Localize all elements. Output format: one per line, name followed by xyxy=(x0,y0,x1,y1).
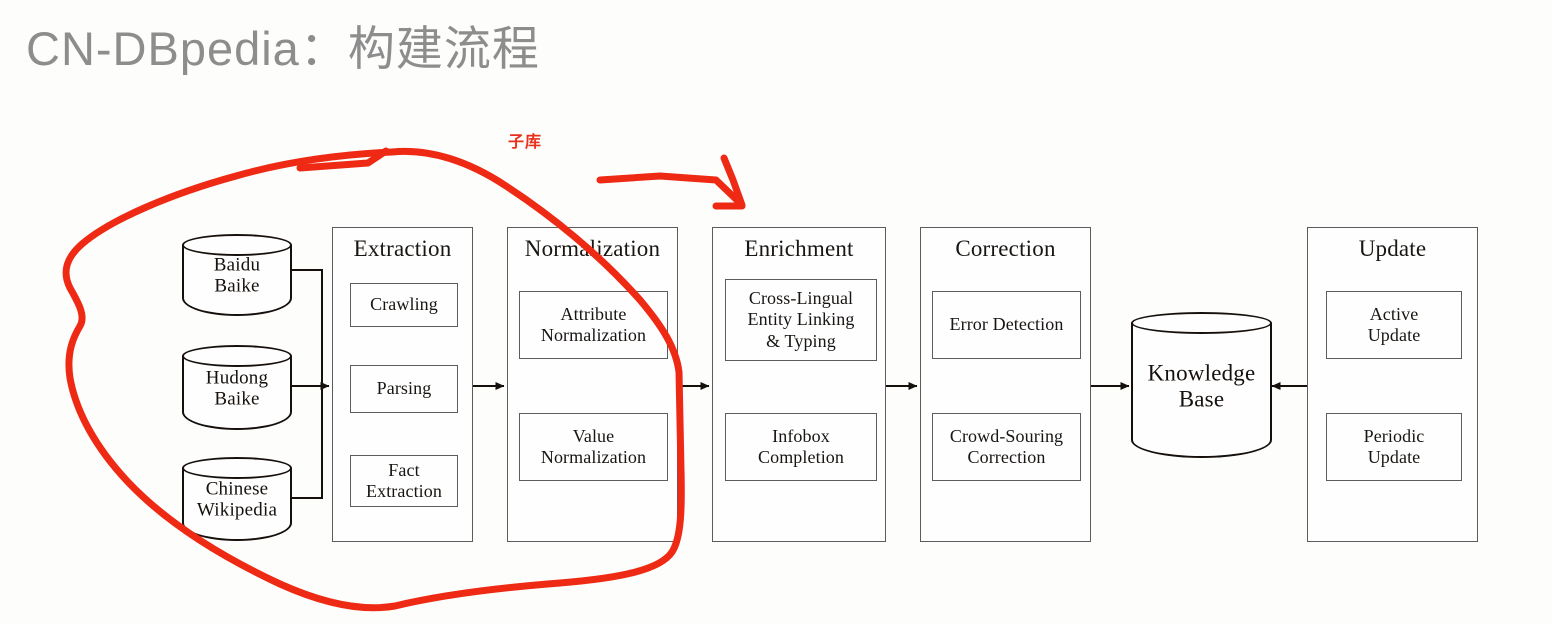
kb-label-line1: Knowledge xyxy=(1147,360,1256,386)
stage-title-normalization: Normalization xyxy=(524,236,661,261)
kb-label-line2: Base xyxy=(1178,386,1225,412)
stage-box-extraction: Extraction Crawling Parsing Fact Extract… xyxy=(332,227,473,542)
db-cylinder-label: Hudong Baike xyxy=(182,367,292,410)
db-label-line2: Baike xyxy=(214,275,260,297)
stage-box-correction: Correction Error Detection Crowd-Souring… xyxy=(920,227,1091,542)
stage-title-update: Update xyxy=(1358,236,1427,261)
sub-box-crowd-souring-correction: Crowd-Souring Correction xyxy=(932,413,1081,481)
cylinder-body xyxy=(1131,323,1272,458)
sub-box-active-update: Active Update xyxy=(1326,291,1462,359)
stage-title-enrichment: Enrichment xyxy=(744,236,854,261)
sub-box-infobox-completion: Infobox Completion xyxy=(725,413,877,481)
stage-title-correction: Correction xyxy=(955,236,1056,261)
cylinder-top-ellipse xyxy=(1131,312,1272,334)
db-label-line1: Hudong xyxy=(205,367,269,389)
knowledge-base-label: Knowledge Base xyxy=(1131,360,1272,412)
sub-box-attribute-normalization: Attribute Normalization xyxy=(519,291,668,359)
sub-box-parsing: Parsing xyxy=(350,365,458,413)
wire-baidu-to-bus xyxy=(292,269,323,386)
page-title: CN-DBpedia：构建流程 xyxy=(26,22,540,75)
stage-title-extraction: Extraction xyxy=(353,236,452,261)
db-cylinder-knowledge-base: Knowledge Base xyxy=(1131,312,1272,458)
stage-box-normalization: Normalization Attribute Normalization Va… xyxy=(507,227,678,542)
sub-box-crawling: Crawling xyxy=(350,283,458,327)
db-cylinder-label: Chinese Wikipedia xyxy=(182,479,292,522)
db-label-line2: Baike xyxy=(214,388,260,410)
wire-wikipedia-to-bus xyxy=(292,386,323,499)
ink-text-label: 子库 xyxy=(508,134,543,151)
db-label-line2: Wikipedia xyxy=(196,499,278,521)
sub-box-cross-lingual-entity-linking-and-typing: Cross-Lingual Entity Linking & Typing xyxy=(725,279,877,361)
stage-box-enrichment: Enrichment Cross-Lingual Entity Linking … xyxy=(712,227,886,542)
db-label-line1: Chinese xyxy=(205,478,269,500)
stage-box-update: Update Active Update Periodic Update xyxy=(1307,227,1478,542)
sub-box-periodic-update: Periodic Update xyxy=(1326,413,1462,481)
db-label-line1: Baidu xyxy=(213,254,261,276)
sub-box-error-detection: Error Detection xyxy=(932,291,1081,359)
sub-box-fact-extraction: Fact Extraction xyxy=(350,455,458,507)
sub-box-value-normalization: Value Normalization xyxy=(519,413,668,481)
db-cylinder-label: Baidu Baike xyxy=(182,255,292,298)
